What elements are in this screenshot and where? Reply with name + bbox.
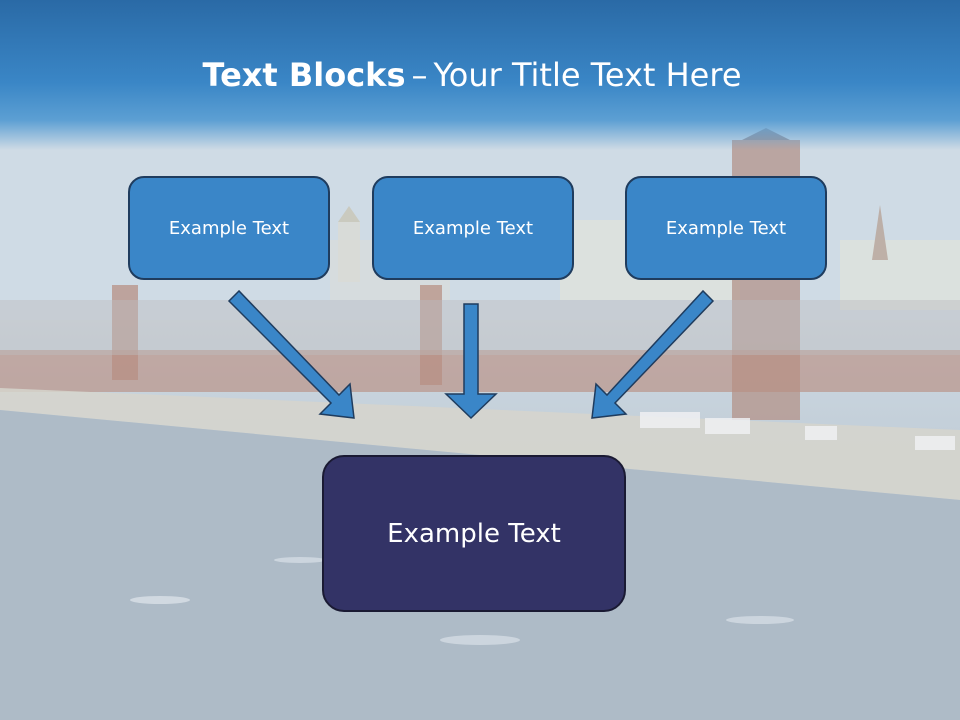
arrow-center-to-bottom bbox=[444, 303, 498, 420]
text-block-center-label: Example Text bbox=[412, 217, 534, 239]
text-block-right[interactable]: Example Text bbox=[625, 176, 827, 280]
text-block-left[interactable]: Example Text bbox=[128, 176, 330, 280]
title-bar bbox=[0, 0, 960, 150]
arrow-left-to-bottom bbox=[227, 289, 355, 419]
title-rest: Your Title Text Here bbox=[433, 56, 742, 94]
slide-title: Text Blocks–Your Title Text Here bbox=[0, 52, 944, 98]
arrow-right-to-bottom bbox=[591, 289, 715, 419]
text-block-left-label: Example Text bbox=[168, 217, 290, 239]
text-block-right-label: Example Text bbox=[665, 217, 787, 239]
title-bold: Text Blocks bbox=[202, 56, 406, 94]
text-block-bottom[interactable]: Example Text bbox=[322, 455, 626, 612]
text-block-bottom-label: Example Text bbox=[387, 518, 561, 549]
text-block-center[interactable]: Example Text bbox=[372, 176, 574, 280]
title-dash: – bbox=[411, 56, 428, 94]
